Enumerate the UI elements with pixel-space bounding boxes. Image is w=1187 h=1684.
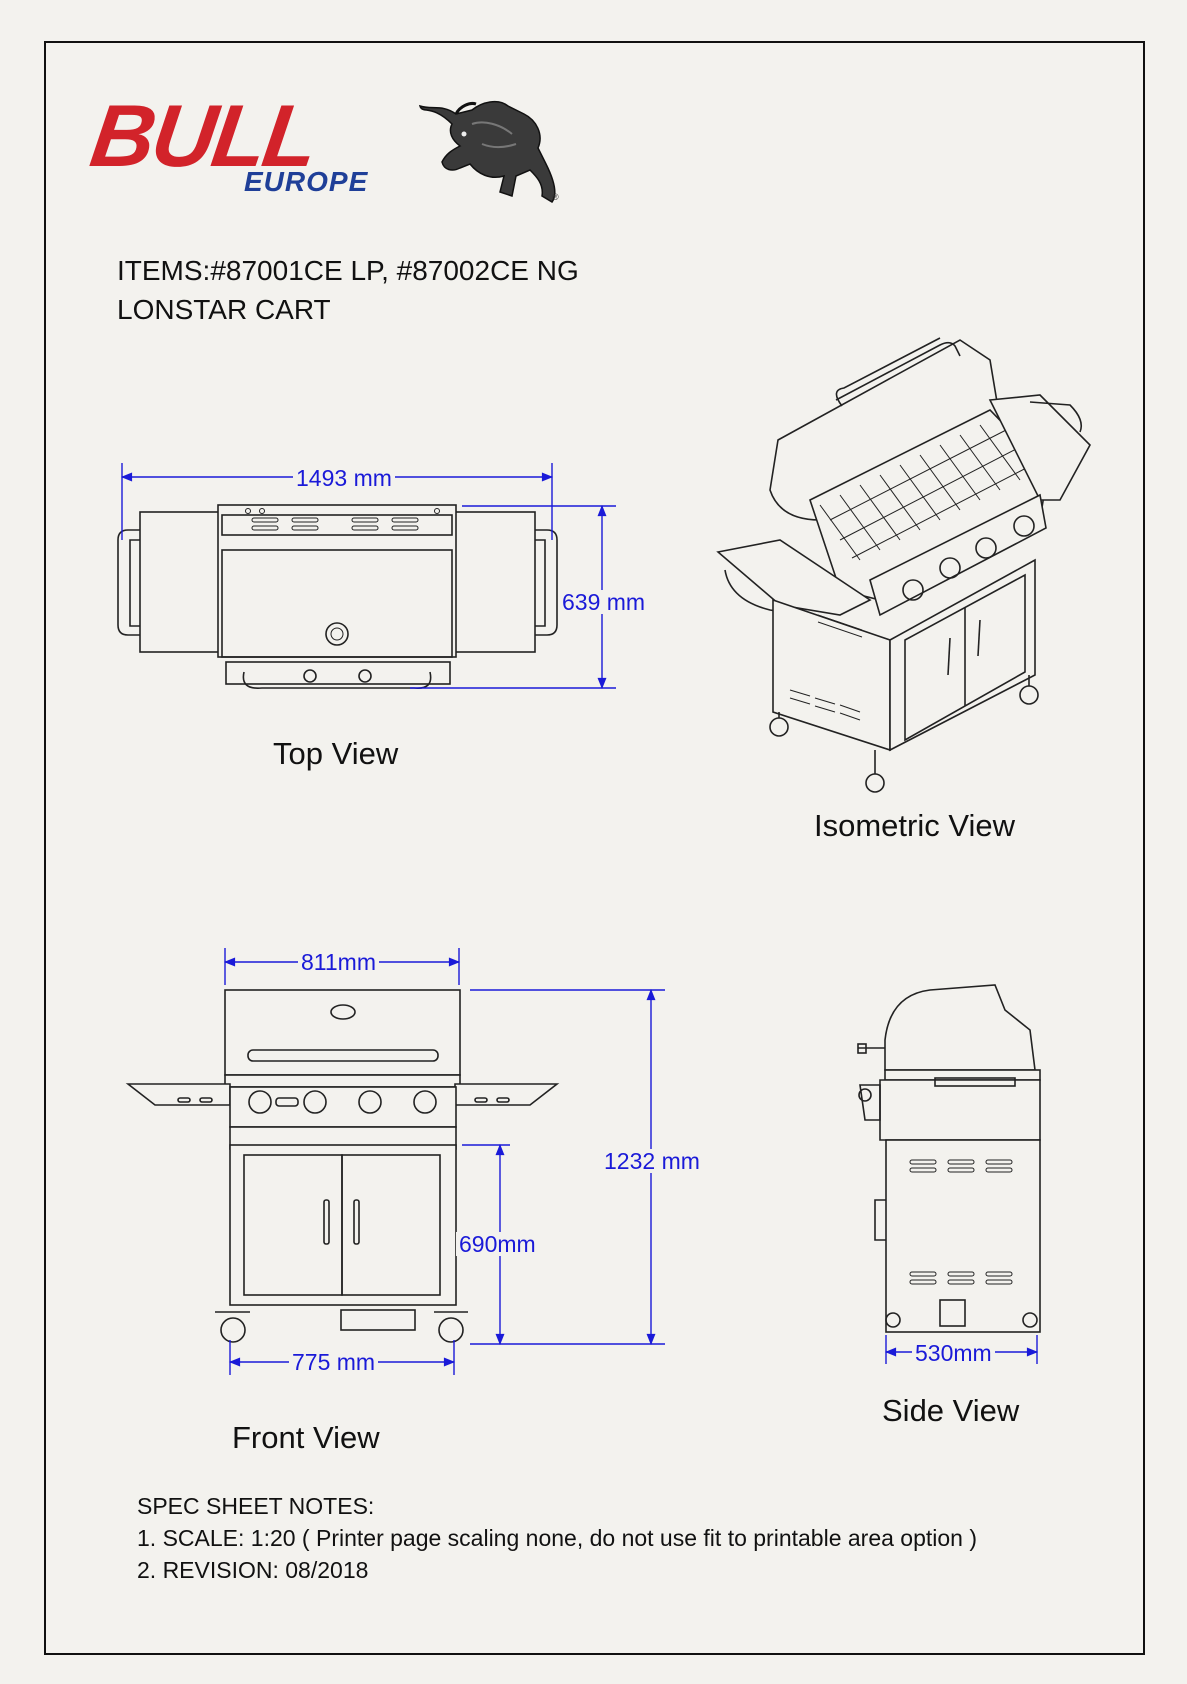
top-view-drawing bbox=[117, 463, 616, 690]
side-view-drawing bbox=[857, 984, 1041, 1364]
notes-heading: SPEC SHEET NOTES: bbox=[137, 1493, 375, 1519]
top-view-label: Top View bbox=[273, 736, 399, 771]
notes-revision: 2. REVISION: 08/2018 bbox=[137, 1557, 369, 1583]
notes-scale: 1. SCALE: 1:20 ( Printer page scaling no… bbox=[137, 1525, 978, 1551]
front-view-label: Front View bbox=[232, 1420, 380, 1455]
brand-region: EUROPE bbox=[244, 166, 369, 197]
isometric-view-label: Isometric View bbox=[814, 808, 1015, 843]
front-hood-width-dimension: 811mm bbox=[298, 950, 379, 974]
top-depth-dimension: 639 mm bbox=[559, 590, 649, 614]
top-width-dimension: 1493 mm bbox=[293, 466, 395, 490]
product-name: LONSTAR CART bbox=[117, 294, 331, 325]
front-cart-width-dimension: 775 mm bbox=[289, 1350, 379, 1374]
front-height-dimension: 1232 mm bbox=[601, 1149, 703, 1173]
bull-mascot-icon bbox=[418, 100, 556, 203]
side-depth-dimension: 530mm bbox=[912, 1341, 995, 1365]
registered-mark: ® bbox=[552, 192, 559, 202]
spec-sheet-notes: SPEC SHEET NOTES: 1. SCALE: 1:20 ( Print… bbox=[137, 1490, 977, 1586]
side-view-label: Side View bbox=[882, 1393, 1020, 1428]
front-view-drawing bbox=[125, 948, 665, 1375]
front-cabinet-height-dimension: 690mm bbox=[456, 1232, 539, 1256]
isometric-view-drawing bbox=[716, 337, 1091, 793]
items-title: ITEMS:#87001CE LP, #87002CE NG bbox=[117, 255, 579, 286]
spec-sheet-frame bbox=[44, 41, 1145, 1655]
